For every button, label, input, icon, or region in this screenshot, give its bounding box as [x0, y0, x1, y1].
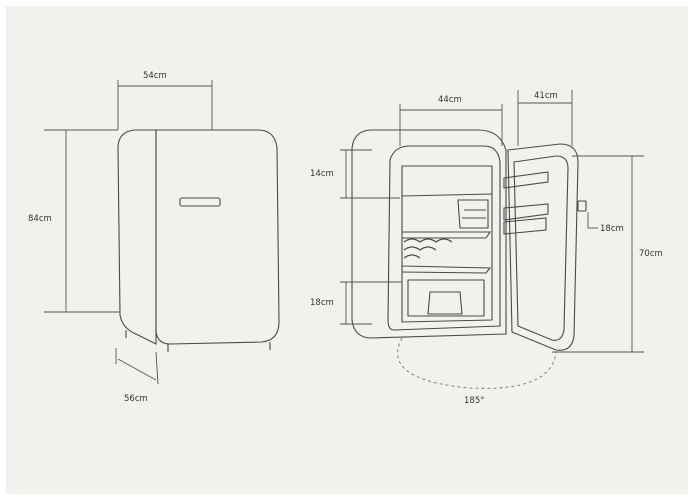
door-shelf-middle: [503, 203, 549, 221]
label-closed-height: 84cm: [28, 214, 52, 224]
open-fridge-body: [351, 129, 507, 339]
dim-closed-height: [44, 129, 120, 313]
open-door-inner: [513, 155, 569, 341]
freezer-divider: [401, 193, 493, 197]
background-panel: [6, 6, 688, 494]
closed-fridge-handle: [179, 197, 221, 207]
dim-interior-height: [552, 155, 644, 353]
label-interior-height: 70cm: [639, 249, 663, 259]
shelf-tray: [457, 199, 489, 229]
open-door: [507, 143, 579, 351]
closed-fridge-door: [155, 129, 280, 345]
closed-fridge-side: [117, 129, 157, 345]
dim-freezer-height: [340, 149, 400, 199]
label-door-angle: 185°: [464, 396, 484, 406]
label-crisper-height: 18cm: [310, 298, 334, 308]
crisper-drawer: [407, 279, 485, 317]
dim-closed-depth: [115, 348, 159, 385]
dim-crisper-height: [340, 281, 402, 325]
dim-door-depth: [587, 212, 598, 229]
dim-interior-width: [399, 104, 503, 146]
label-freezer-height: 14cm: [310, 169, 334, 179]
door-shelf-top: [503, 171, 549, 189]
closed-fridge-legs: [125, 330, 271, 352]
open-fridge-cavity: [401, 165, 493, 323]
open-fridge-inner-rim: [387, 145, 501, 331]
label-closed-width: 54cm: [143, 71, 167, 81]
door-shelf-lower: [503, 217, 547, 235]
dim-door-width: [517, 90, 573, 146]
label-closed-depth: 56cm: [124, 394, 148, 404]
open-fridge: [351, 129, 587, 351]
label-door-width: 41cm: [534, 91, 558, 101]
shelf-lower: [401, 265, 492, 274]
label-interior-width: 44cm: [438, 95, 462, 105]
bottle-rack: [403, 238, 453, 243]
label-door-depth: 18cm: [600, 224, 624, 234]
dim-closed-width: [117, 80, 213, 130]
closed-fridge: [117, 129, 280, 352]
door-swing-arc: [397, 337, 557, 389]
door-hinge: [577, 200, 587, 212]
shelf-upper: [402, 231, 492, 239]
crisper-handle: [427, 291, 463, 315]
